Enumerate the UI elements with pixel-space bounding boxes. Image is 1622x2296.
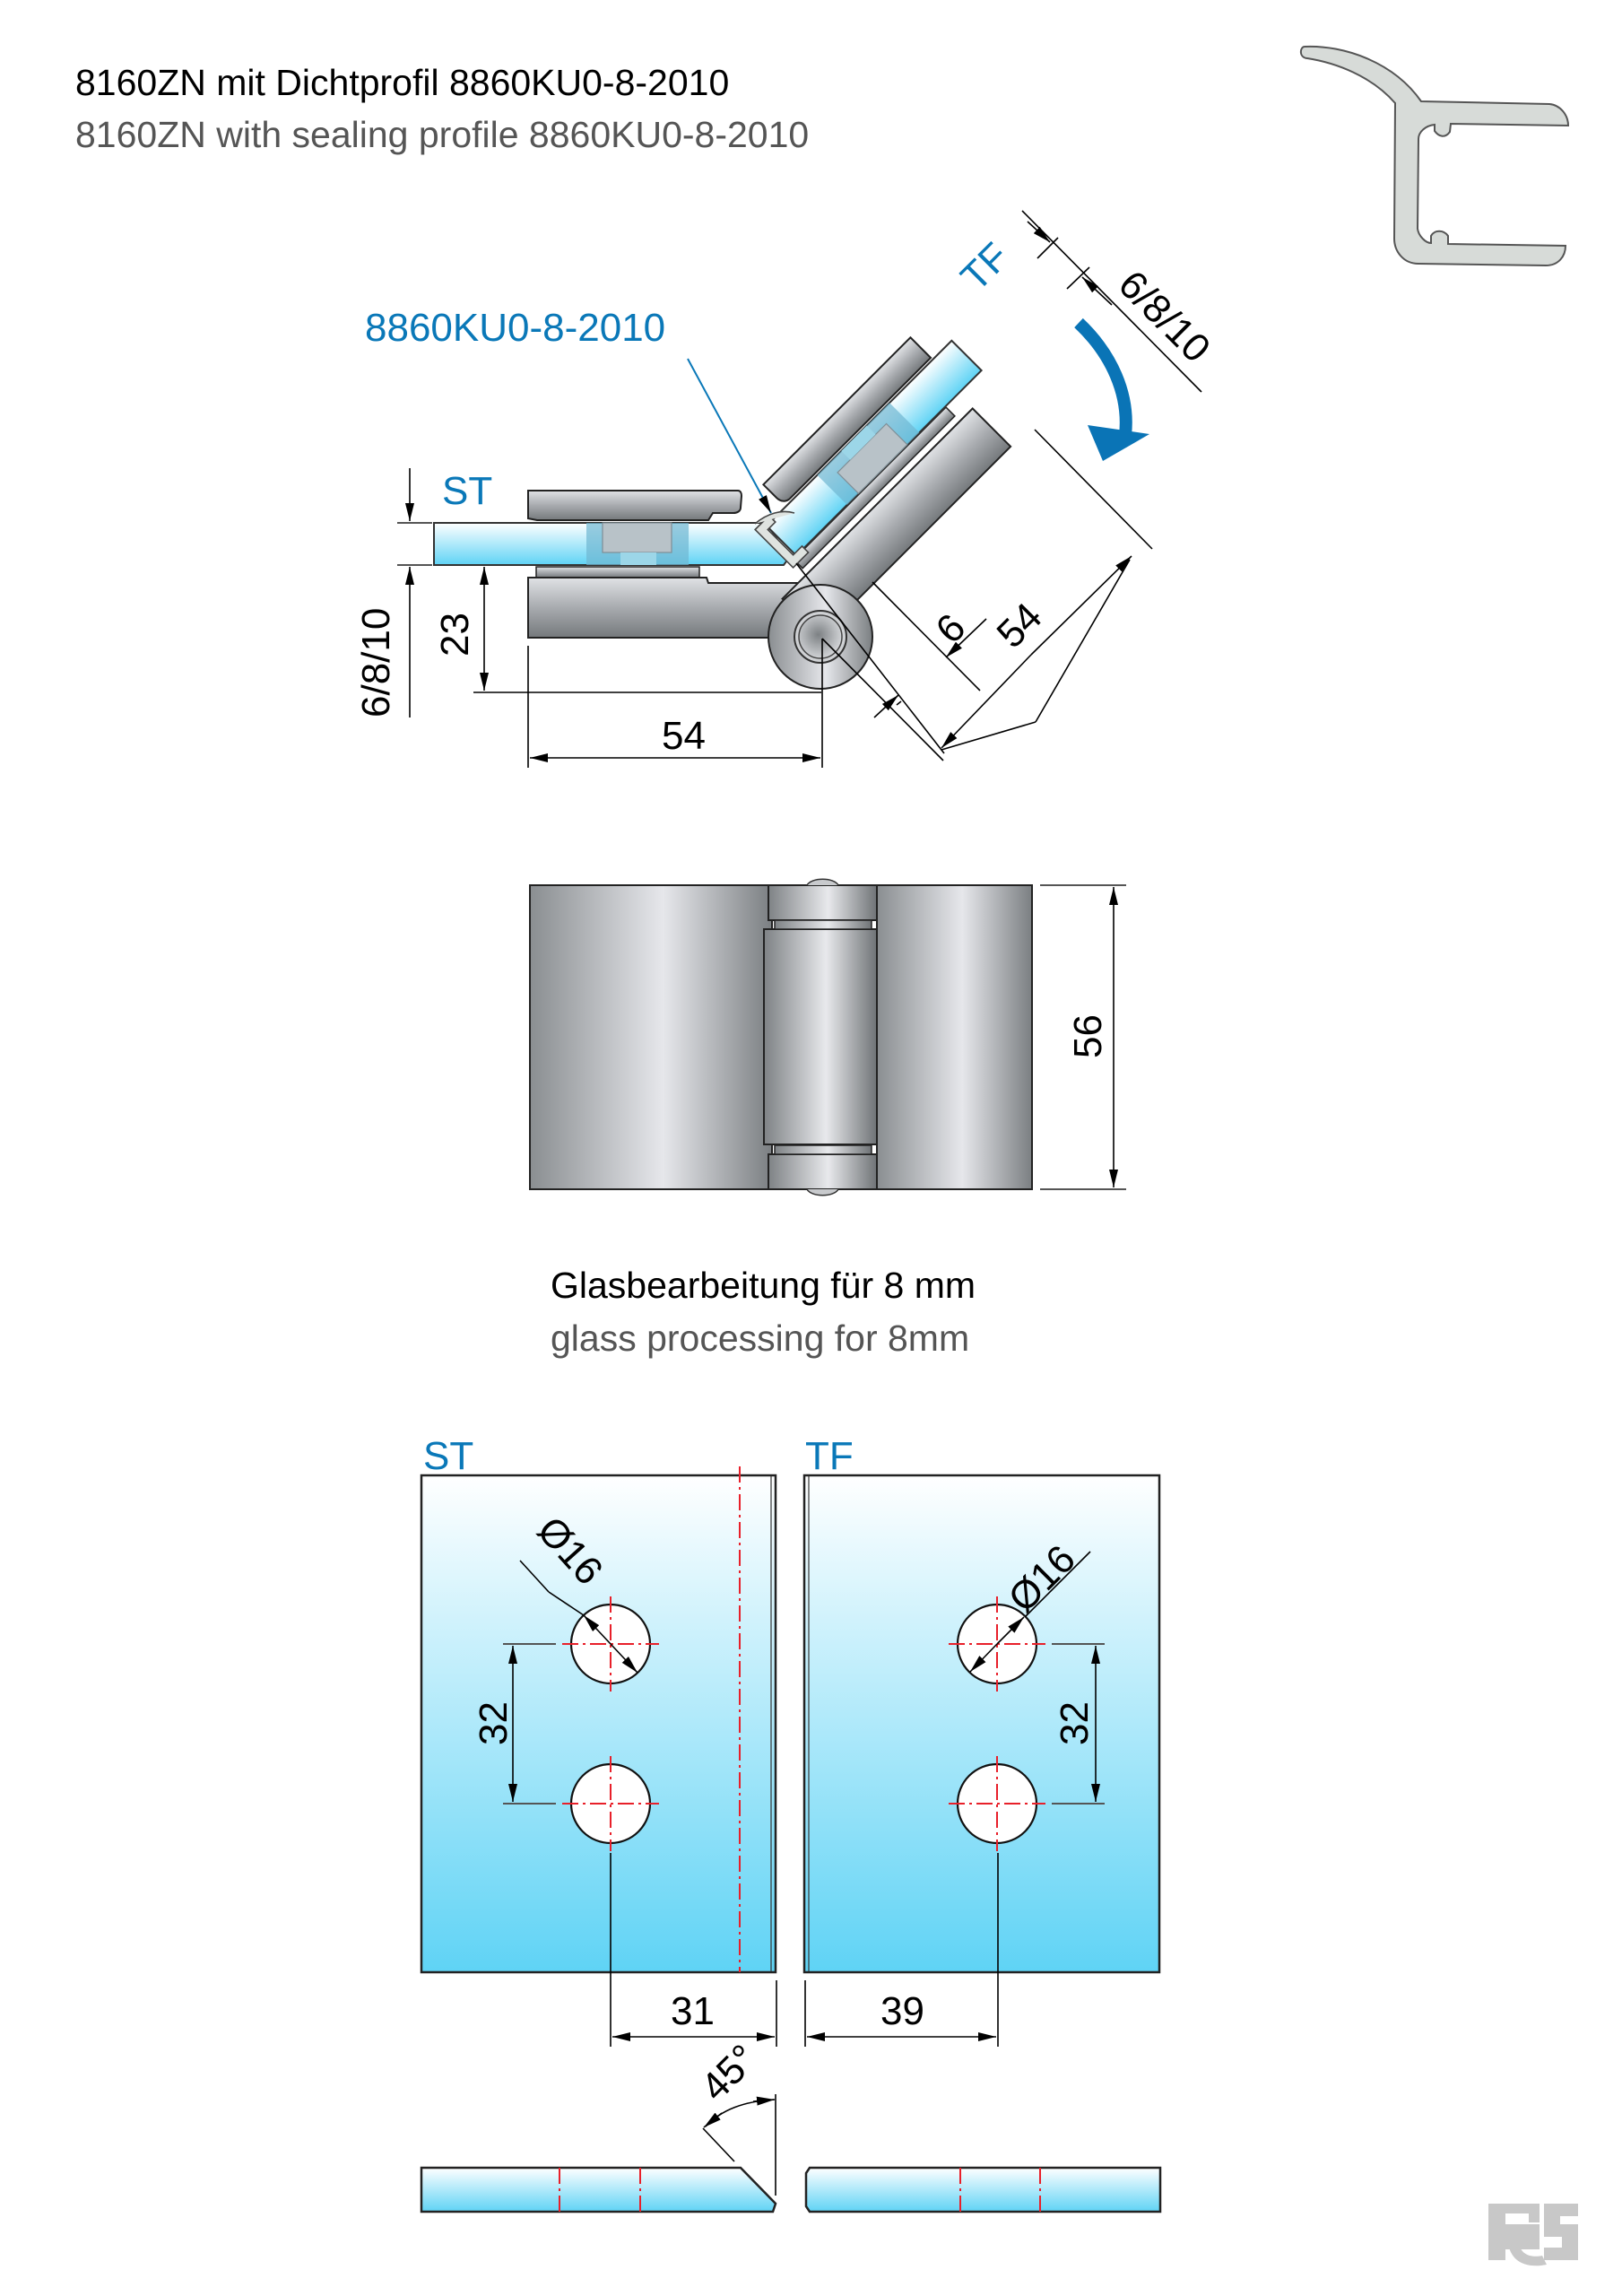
- title-english: 8160ZN with sealing profile 8860KU0-8-20…: [75, 114, 810, 155]
- rs-logo-icon: [1488, 2204, 1578, 2266]
- glass-processing: ST TF Ø16 Ø16: [420, 1434, 1162, 2213]
- st-upper-clamp: [527, 490, 743, 521]
- st-glass-panel: [420, 1474, 777, 1974]
- tf-upper-clamp: [761, 335, 932, 502]
- glass-processing-title-english: glass processing for 8mm: [551, 1318, 970, 1359]
- tf-panel-label: TF: [805, 1434, 854, 1478]
- front-right-plate: [876, 884, 1033, 1190]
- hinge-front-view: 56: [529, 878, 1126, 1196]
- arm-length-horizontal-dim: 54: [662, 714, 706, 758]
- tf-hole-spacing: 32: [1053, 1701, 1097, 1745]
- front-left-plate: [529, 884, 773, 1190]
- st-panel-label: ST: [423, 1434, 473, 1478]
- tf-glass-edge-strip: [804, 2166, 1162, 2213]
- profile-label: 8860KU0-8-2010: [365, 306, 665, 350]
- front-knuckle-body: [763, 928, 878, 1145]
- front-height-dim: 56: [1066, 1014, 1110, 1058]
- st-glass-thickness: 6/8/10: [354, 608, 398, 718]
- title-german: 8160ZN mit Dichtprofil 8860KU0-8-2010: [75, 62, 730, 103]
- sealing-profile-icon: [1299, 45, 1570, 267]
- st-lower-body: [527, 577, 810, 639]
- offset-height-dim: 23: [433, 613, 477, 657]
- st-hole-spacing: 32: [472, 1701, 516, 1745]
- rotation-arrow-icon: [1074, 317, 1149, 461]
- hinge-section-view: 8860KU0-8-2010 ST TF 6/8/10 23 54: [354, 210, 1219, 768]
- st-glass-edge-strip: [420, 2166, 777, 2213]
- st-label: ST: [442, 469, 492, 513]
- tf-edge-distance: 39: [880, 1989, 924, 2033]
- bevel-angle: 45°: [692, 2036, 766, 2109]
- tf-glass-panel: [802, 1474, 1161, 1974]
- tf-label: TF: [952, 234, 1018, 300]
- st-edge-distance: 31: [671, 1989, 715, 2033]
- arm-length-diagonal-dim: 54: [988, 595, 1050, 657]
- glass-processing-title-german: Glasbearbeitung für 8 mm: [551, 1265, 976, 1306]
